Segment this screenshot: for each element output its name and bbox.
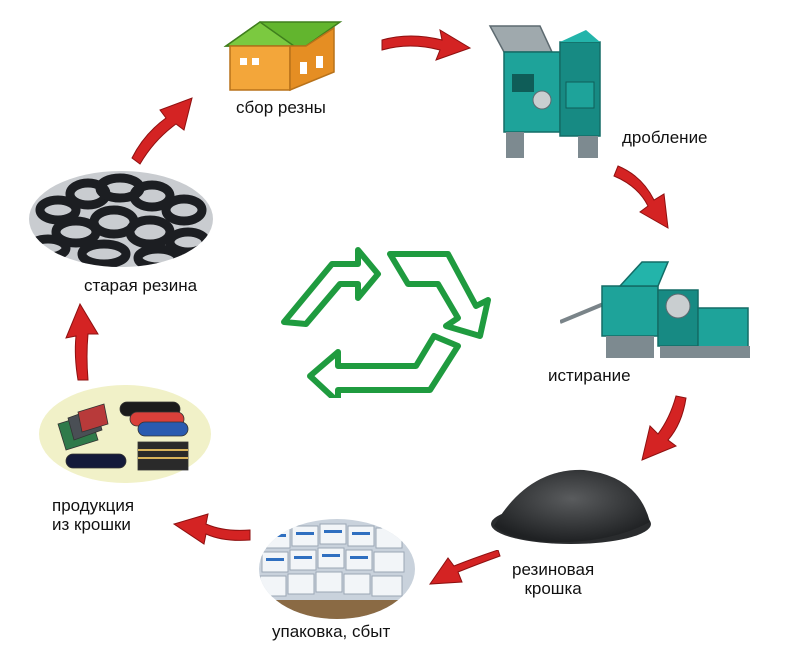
stage-label-packing: упаковка, сбыт xyxy=(272,622,391,641)
flow-arrow-products-to-old-rubber xyxy=(65,302,99,381)
flow-arrow-crumb-to-packing xyxy=(429,550,501,585)
flow-arrow-packing-to-products xyxy=(172,513,251,545)
flow-arrow-collection-to-crushing xyxy=(381,28,472,61)
stage-label-products: продукция из крошки xyxy=(52,496,134,534)
stage-label-products-line-1: продукция xyxy=(52,496,135,515)
rubber-crumb-pile-icon xyxy=(491,469,651,544)
flow-arrow-grinding-to-crumb xyxy=(641,395,687,461)
recycle-icon xyxy=(281,247,491,398)
grinding-machine-icon xyxy=(560,261,750,358)
stage-label-crumb-line-2: крошка xyxy=(524,579,582,598)
stage-label-crumb-line-1: резиновая xyxy=(512,560,595,579)
flow-arrow-crushing-to-grinding xyxy=(613,165,669,229)
stage-label-collection: сбор резны xyxy=(236,98,326,117)
house-icon xyxy=(223,21,343,92)
tire-pile-icon xyxy=(29,171,213,267)
stage-label-grinding: истирание xyxy=(548,366,631,385)
rubber-products-icon xyxy=(39,385,211,483)
stage-label-crumb: резиновая крошка xyxy=(512,560,594,598)
flow-arrow-old-rubber-to-collection xyxy=(131,97,193,165)
packed-bags-icon xyxy=(259,519,415,619)
stage-label-products-line-2: из крошки xyxy=(52,515,131,534)
stage-label-crushing: дробление xyxy=(622,128,708,147)
crusher-machine-icon xyxy=(488,25,601,158)
stage-label-old-rubber: старая резина xyxy=(84,276,198,295)
